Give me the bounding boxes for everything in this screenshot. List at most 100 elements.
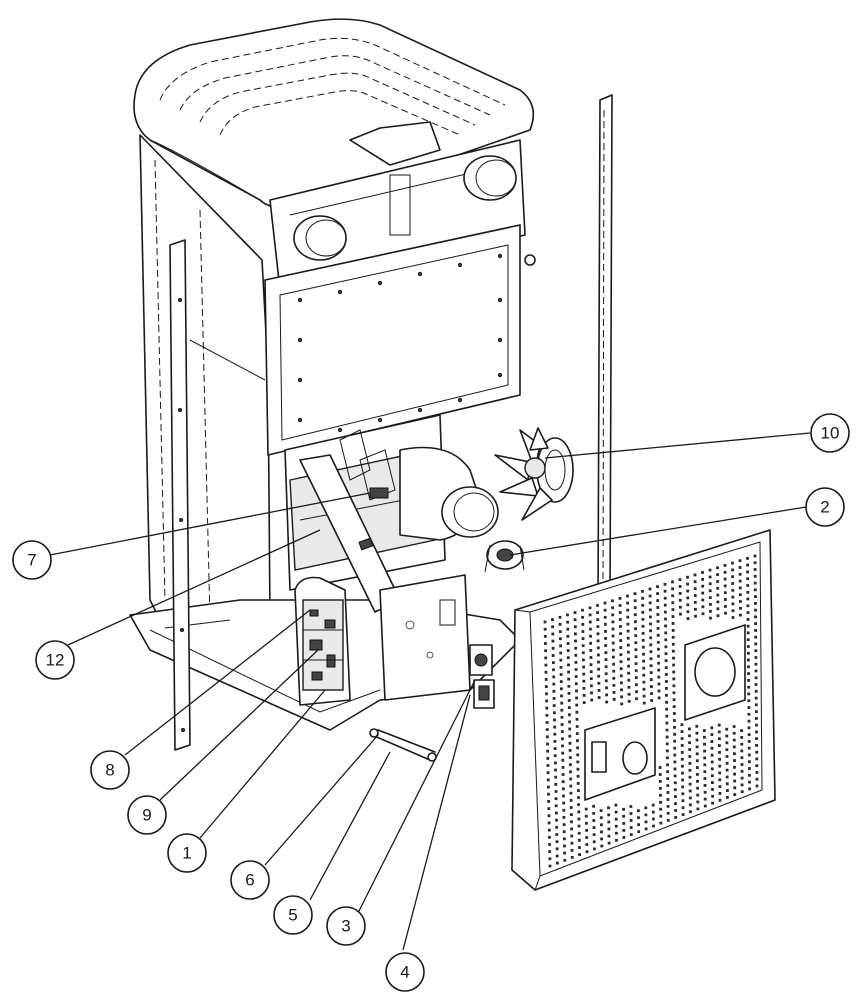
perforation-hole [746, 624, 750, 628]
perforation-hole [747, 706, 751, 709]
perforation-hole [585, 829, 588, 832]
perforation-hole [611, 620, 615, 624]
perforation-hole [596, 618, 600, 621]
perforation-hole [604, 665, 608, 669]
base-frame-inner-edge [149, 629, 381, 713]
perforation-hole [620, 702, 624, 706]
perforation-hole [672, 677, 676, 681]
perforation-hole [570, 820, 573, 824]
perforation-hole [659, 793, 662, 797]
perforation-hole [723, 564, 727, 567]
perforation-hole [649, 664, 653, 668]
rear-panel-screws [297, 253, 503, 433]
perforation-hole [574, 646, 578, 650]
perforation-hole [597, 653, 600, 657]
perforation-hole [748, 773, 751, 777]
perforation-hole [584, 807, 588, 811]
perforation-hole [592, 804, 595, 808]
perforation-hole [738, 593, 742, 597]
perforation-hole [701, 598, 705, 602]
grille-perforations [543, 554, 759, 868]
callout-2-label: 2 [820, 498, 829, 517]
perforation-hole [547, 814, 551, 818]
perforation-hole [680, 751, 684, 754]
left-vertical-bar [169, 239, 191, 751]
perforation-hole [710, 726, 714, 730]
perforation-hole [673, 746, 677, 750]
perforation-hole [562, 808, 566, 812]
perforation-hole [548, 864, 552, 868]
perforation-hole [711, 781, 714, 784]
perforation-hole [626, 601, 629, 605]
perforation-hole [552, 661, 555, 664]
perforation-hole [560, 687, 563, 691]
perforation-hole [553, 732, 557, 736]
perforation-hole [618, 597, 622, 600]
perforation-hole [689, 803, 692, 807]
right-air-outlet [463, 155, 517, 201]
perforation-hole [755, 771, 759, 774]
perforation-hole [665, 693, 668, 697]
perforation-hole [755, 710, 758, 713]
perforation-hole [612, 683, 616, 687]
perforation-hole [708, 575, 712, 579]
perforation-hole [731, 616, 735, 619]
perforation-hole [547, 800, 551, 803]
perforation-hole [740, 749, 744, 753]
perforation-hole [619, 632, 622, 635]
perforation-hole [544, 678, 548, 681]
callout-6: 6 [230, 860, 270, 900]
perforation-hole [622, 807, 625, 811]
perforation-hole [672, 691, 676, 695]
perforation-hole [718, 778, 722, 782]
perforation-hole [746, 618, 750, 621]
perforation-hole [726, 789, 729, 792]
perforation-hole [568, 734, 572, 738]
perforation-hole [576, 767, 580, 771]
perforation-hole [641, 638, 645, 642]
perforation-hole [665, 680, 668, 683]
perforation-hole [560, 708, 564, 712]
perforation-hole [723, 570, 727, 574]
perforation-hole [708, 589, 712, 593]
perforation-hole [740, 736, 744, 739]
perforation-hole [671, 594, 675, 598]
perforation-hole [733, 779, 737, 783]
perforation-hole [566, 649, 570, 652]
perforation-hole [547, 807, 551, 810]
perforation-hole [711, 801, 714, 805]
perforation-hole [576, 739, 579, 743]
perforation-hole [554, 804, 558, 808]
perforation-hole [570, 834, 574, 838]
perforation-hole [678, 578, 682, 581]
perforation-hole [725, 775, 729, 779]
perforation-hole [747, 699, 751, 703]
perforation-hole [644, 813, 648, 817]
perforation-hole [642, 659, 645, 663]
perforation-hole [569, 770, 572, 774]
perforation-hole [562, 794, 565, 798]
power-switch-socket [469, 644, 495, 709]
perforation-hole [546, 749, 549, 753]
perforation-hole [674, 795, 677, 798]
top-cover-grille-2 [179, 55, 491, 116]
perforation-hole [733, 772, 736, 776]
perforation-hole [753, 561, 757, 565]
perforation-hole [671, 615, 675, 618]
perforation-hole [562, 823, 566, 826]
leader-lines [49, 432, 811, 951]
perforation-hole [740, 769, 744, 773]
perforation-hole [568, 756, 572, 759]
perforation-hole [545, 721, 549, 724]
perforation-hole [671, 580, 674, 584]
perforation-hole [555, 825, 559, 829]
perforation-hole [648, 608, 652, 612]
perforation-hole [597, 674, 601, 678]
perforation-hole [546, 764, 550, 767]
perforation-hole [746, 611, 750, 614]
left-air-outlet [293, 215, 347, 261]
perforation-hole [688, 748, 692, 751]
perforation-hole [731, 588, 735, 592]
perforation-hole [657, 647, 660, 651]
perforation-hole [648, 594, 652, 598]
